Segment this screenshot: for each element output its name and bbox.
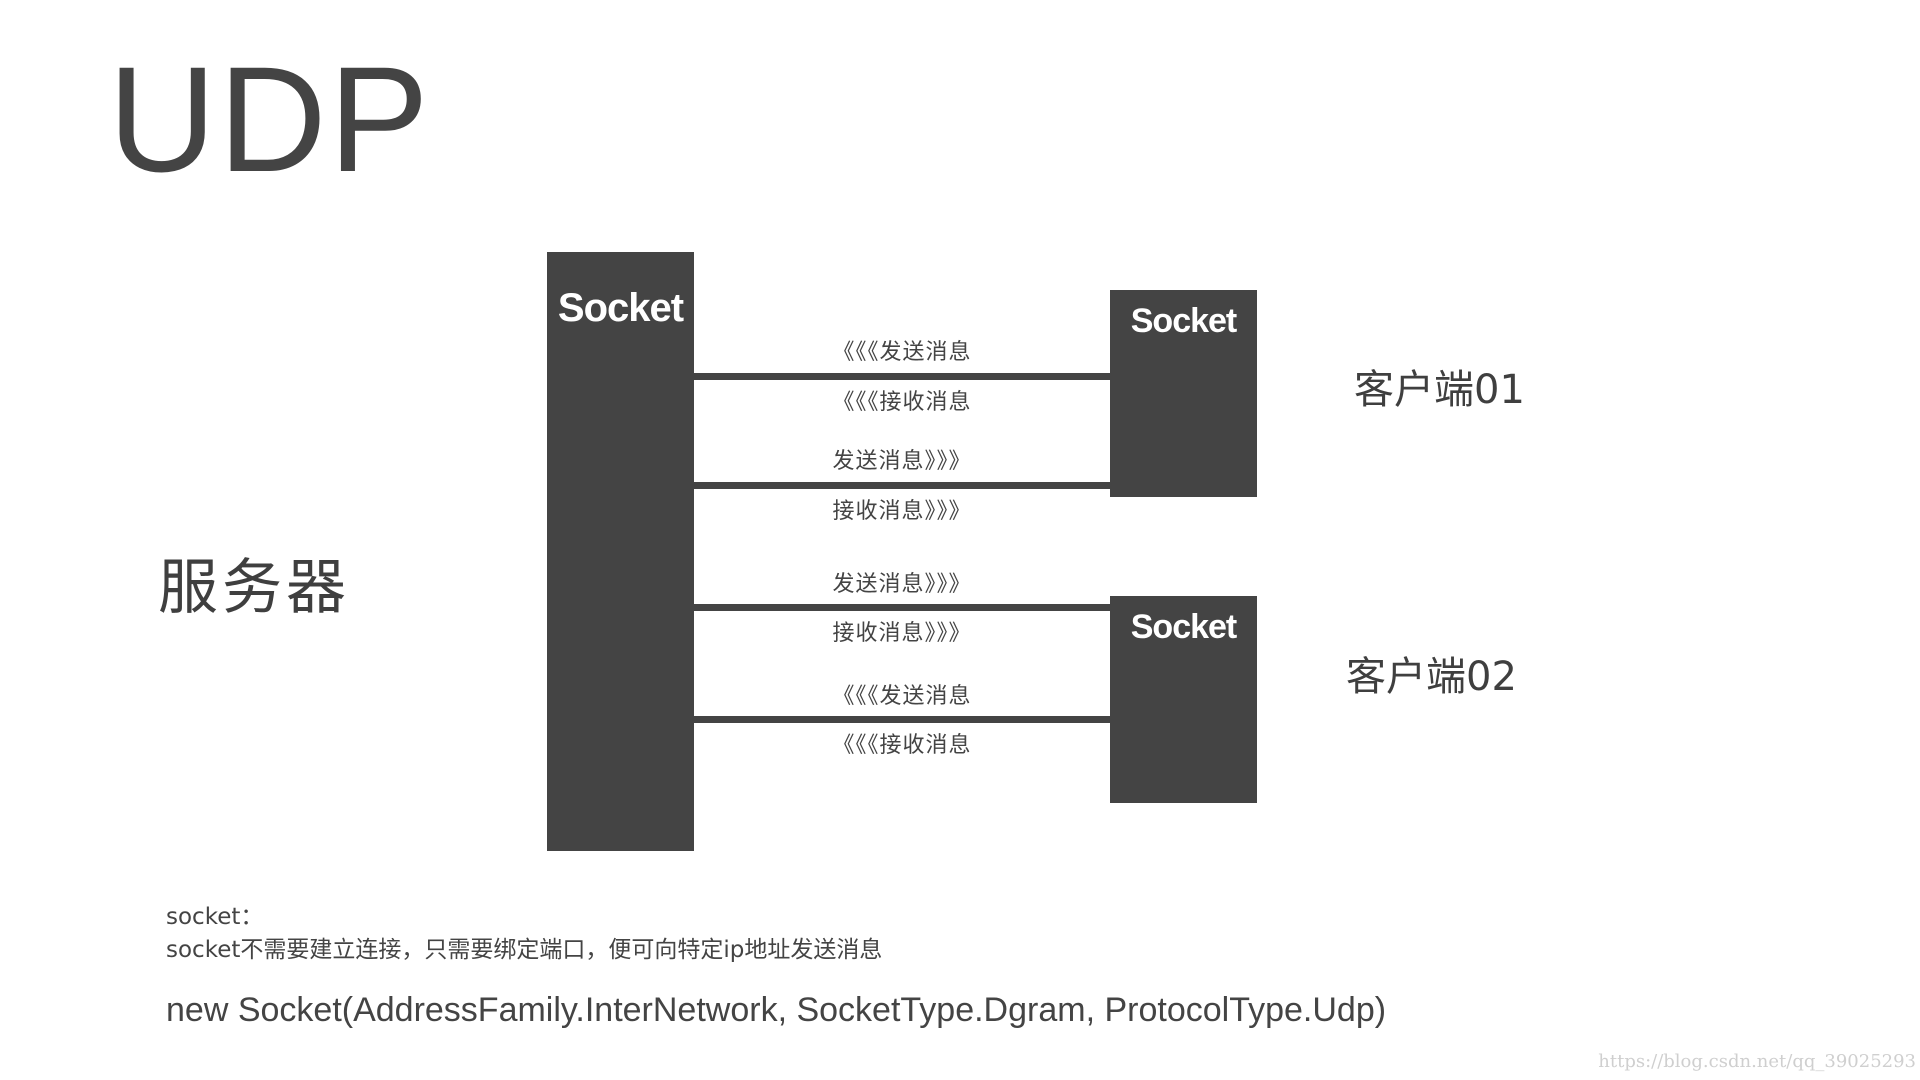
code-snippet: new Socket(AddressFamily.InterNetwork, S… (166, 991, 1387, 1029)
server-label: 服务器 (158, 553, 350, 623)
note-heading: socket： (166, 904, 264, 930)
client2-socket-block: Socket (1110, 596, 1257, 803)
connector-line-c1-top (694, 373, 1110, 380)
client1-socket-label: Socket (1130, 302, 1238, 340)
client2-label: 客户端02 (1346, 654, 1517, 700)
connector-line-c2-top (694, 604, 1110, 611)
message-c1-send-right: 发送消息》》》 (832, 449, 972, 474)
message-c2-send-left: 《《《发送消息 (832, 684, 972, 709)
message-c1-send-left: 《《《发送消息 (832, 340, 972, 365)
message-c2-receive-right: 接收消息》》》 (832, 621, 972, 646)
connector-line-c1-bottom (694, 482, 1110, 489)
page-title: UDP (108, 35, 431, 203)
message-c1-receive-right: 接收消息》》》 (832, 499, 972, 524)
client1-socket-block: Socket (1110, 290, 1257, 497)
message-c1-receive-left: 《《《接收消息 (832, 390, 972, 415)
server-socket-label: Socket (557, 286, 684, 330)
watermark: https://blog.csdn.net/qq_39025293 (1598, 1051, 1916, 1072)
note-description: socket不需要建立连接，只需要绑定端口，便可向特定ip地址发送消息 (166, 937, 883, 963)
client2-socket-label: Socket (1130, 608, 1238, 646)
message-c2-send-right: 发送消息》》》 (832, 572, 972, 597)
client1-label: 客户端01 (1354, 367, 1525, 413)
server-socket-block: Socket (547, 252, 694, 851)
connector-line-c2-bottom (694, 716, 1110, 723)
message-c2-receive-left: 《《《接收消息 (832, 733, 972, 758)
